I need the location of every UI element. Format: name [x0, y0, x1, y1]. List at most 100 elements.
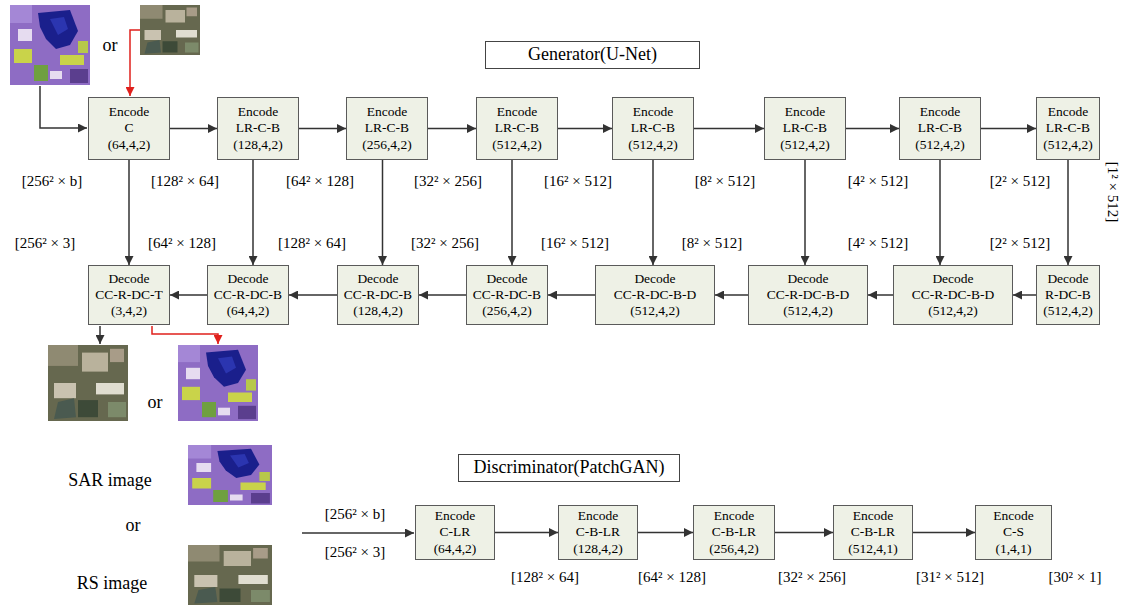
block-text: (512,4,2) [630, 303, 680, 319]
decoder-block: DecodeCC-R-DC-B-D(512,4,2) [893, 265, 1013, 325]
block-text: (128,4,2) [233, 137, 283, 153]
arrow-connector [495, 532, 558, 534]
block-text: (256,4,2) [362, 137, 412, 153]
block-text: Encode [497, 104, 537, 120]
dimension-label: [128² × 64] [151, 173, 219, 190]
arrow-connector [382, 160, 384, 265]
block-text: (256,4,2) [709, 541, 759, 557]
dimension-label: [8² × 512] [695, 173, 755, 190]
block-text: (512,4,2) [928, 303, 978, 319]
discriminator-block: EncodeC-B-LR(512,4,1) [833, 505, 913, 560]
block-text: (64,4,2) [227, 303, 270, 319]
block-text: Decode [634, 271, 675, 287]
dimension-label: [2² × 512] [990, 235, 1050, 252]
rs-image [48, 345, 128, 421]
block-text: Encode [853, 508, 893, 524]
arrow-connector [913, 532, 975, 534]
arrow-connector [511, 160, 513, 265]
block-text: Encode [109, 104, 149, 120]
arrow-connector [1013, 294, 1036, 296]
block-text: Decode [227, 271, 268, 287]
arrow-connector [868, 294, 893, 296]
block-text: (1,4,1) [996, 541, 1032, 557]
rs-image [140, 5, 200, 55]
arrow-connector [981, 128, 1036, 130]
block-text: LR-C-B [365, 120, 409, 136]
sar-image [178, 345, 258, 421]
block-text: (512,4,2) [1043, 137, 1093, 153]
block-text: Encode [993, 508, 1033, 524]
dimension-label: [64² × 128] [638, 569, 706, 586]
block-text: Decode [1047, 271, 1088, 287]
dimension-label: [256² × b] [22, 173, 82, 190]
arrow-connector [299, 128, 346, 130]
block-text: Encode [578, 508, 618, 524]
dimension-label: [256² × b] [325, 506, 385, 523]
sar-image [188, 445, 272, 505]
arrow-connector [289, 294, 337, 296]
or-text: or [148, 392, 163, 413]
dimension-label: [4² × 512] [848, 173, 908, 190]
block-text: Decode [357, 271, 398, 287]
dimension-label: [32² × 256] [411, 235, 479, 252]
arrow-connector [652, 160, 654, 265]
arrow-connector [128, 160, 130, 265]
block-text: Encode [367, 104, 407, 120]
block-text: C [124, 120, 133, 136]
or-text: or [126, 515, 141, 536]
discriminator-block: EncodeC-LR(64,4,2) [415, 505, 495, 560]
block-text: CC-R-DC-B [473, 287, 541, 303]
discriminator-block: EncodeC-S(1,4,1) [975, 505, 1052, 560]
dimension-label: [256² × 3] [325, 544, 385, 561]
title-text: Generator(U-Net) [528, 44, 657, 66]
dimension-label: [30² × 1] [1049, 569, 1102, 586]
dimension-label: [128² × 64] [511, 569, 579, 586]
block-text: C-B-LR [576, 524, 620, 540]
decoder-block: DecodeCC-R-DC-B(64,4,2) [207, 265, 289, 325]
encoder-block: EncodeLR-C-B(512,4,2) [764, 97, 846, 160]
output-arrow [99, 326, 101, 344]
input-arrow [302, 532, 414, 534]
decoder-block: DecodeCC-R-DC-B-D(512,4,2) [748, 265, 868, 325]
block-text: (512,4,2) [783, 303, 833, 319]
block-text: (512,4,2) [492, 137, 542, 153]
image-label: RS image [77, 573, 148, 594]
block-text: Decode [108, 271, 149, 287]
discriminator-block: EncodeC-B-LR(256,4,2) [693, 505, 775, 560]
block-text: Encode [785, 104, 825, 120]
output-arrow-red [152, 326, 218, 344]
dimension-label: [16² × 512] [544, 173, 612, 190]
decoder-block: DecodeCC-R-DC-T(3,4,2) [88, 265, 170, 325]
block-text: (128,4,2) [573, 541, 623, 557]
block-text: (512,4,2) [1043, 303, 1093, 319]
block-text: (3,4,2) [111, 303, 147, 319]
block-text: LR-C-B [631, 120, 675, 136]
block-text: Encode [714, 508, 754, 524]
block-text: LR-C-B [1046, 120, 1090, 136]
block-text: Encode [1048, 104, 1088, 120]
block-text: (512,4,1) [848, 541, 898, 557]
block-text: LR-C-B [236, 120, 280, 136]
block-text: C-LR [440, 524, 471, 540]
block-text: LR-C-B [495, 120, 539, 136]
dimension-label: [1² × 512] [1103, 162, 1120, 222]
decoder-block: DecodeR-DC-B(512,4,2) [1036, 265, 1100, 325]
encoder-block: EncodeLR-C-B(512,4,2) [899, 97, 981, 160]
dimension-label: [32² × 256] [414, 173, 482, 190]
dimension-label: [16² × 512] [541, 235, 609, 252]
encoder-block: EncodeC(64,4,2) [88, 97, 170, 160]
arrow-connector [939, 160, 941, 265]
sar-image [10, 5, 90, 85]
block-text: Encode [633, 104, 673, 120]
block-text: (512,4,2) [628, 137, 678, 153]
dimension-label: [2² × 512] [990, 173, 1050, 190]
encoder-block: EncodeLR-C-B(512,4,2) [476, 97, 558, 160]
dimension-label: [32² × 256] [778, 569, 846, 586]
rs-image [188, 545, 272, 605]
arrow-connector [558, 128, 612, 130]
block-text: Decode [486, 271, 527, 287]
encoder-block: EncodeLR-C-B(256,4,2) [346, 97, 428, 160]
arrow-connector [170, 294, 207, 296]
dimension-label: [31² × 512] [916, 569, 984, 586]
title-box: Discriminator(PatchGAN) [458, 454, 680, 482]
